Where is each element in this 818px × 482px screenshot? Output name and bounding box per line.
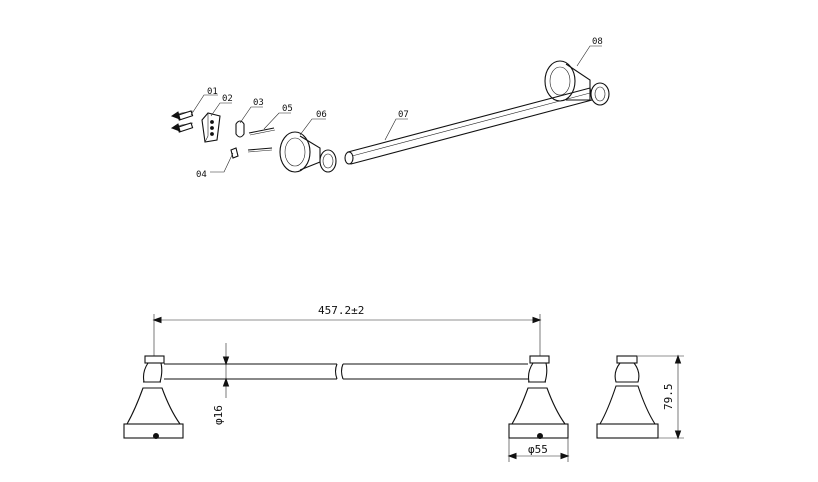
part-01-screws — [170, 110, 194, 133]
exploded-view: 01 02 03 04 05 06 07 08 — [170, 37, 610, 180]
overall-length-label: 457.2±2 — [318, 304, 364, 317]
front-left-bracket — [123, 355, 184, 439]
part-04-set-screw — [230, 147, 239, 159]
base-diameter-label: φ55 — [528, 443, 548, 456]
bar-diameter-label: φ16 — [212, 405, 225, 425]
part-05-long-screws — [247, 127, 276, 153]
part-03-clip — [235, 120, 245, 138]
front-right-bracket — [508, 355, 569, 439]
dimensioned-view: 457.2±2 φ16 φ55 79.5 — [123, 304, 684, 462]
front-bar-left-segment — [164, 363, 338, 380]
callout-leaders — [190, 45, 602, 173]
dim-overall-length — [152, 314, 542, 356]
side-view-bracket — [596, 355, 659, 439]
dim-bar-diameter — [222, 343, 230, 398]
callout-08: 08 — [592, 37, 603, 47]
callout-05: 05 — [282, 104, 293, 114]
callout-02: 02 — [222, 94, 233, 104]
dim-bracket-height — [638, 354, 684, 440]
front-bar-right-segment — [340, 363, 528, 380]
dim-base-diameter — [507, 438, 570, 462]
callout-07: 07 — [398, 110, 409, 120]
callout-06: 06 — [316, 110, 327, 120]
callout-01: 01 — [207, 87, 218, 97]
bracket-height-label: 79.5 — [662, 384, 675, 411]
callout-03: 03 — [253, 98, 264, 108]
part-06-left-bracket — [279, 131, 337, 173]
part-02-mounting-plate — [201, 112, 221, 143]
part-08-right-bracket — [544, 60, 610, 106]
callout-04: 04 — [196, 170, 207, 180]
